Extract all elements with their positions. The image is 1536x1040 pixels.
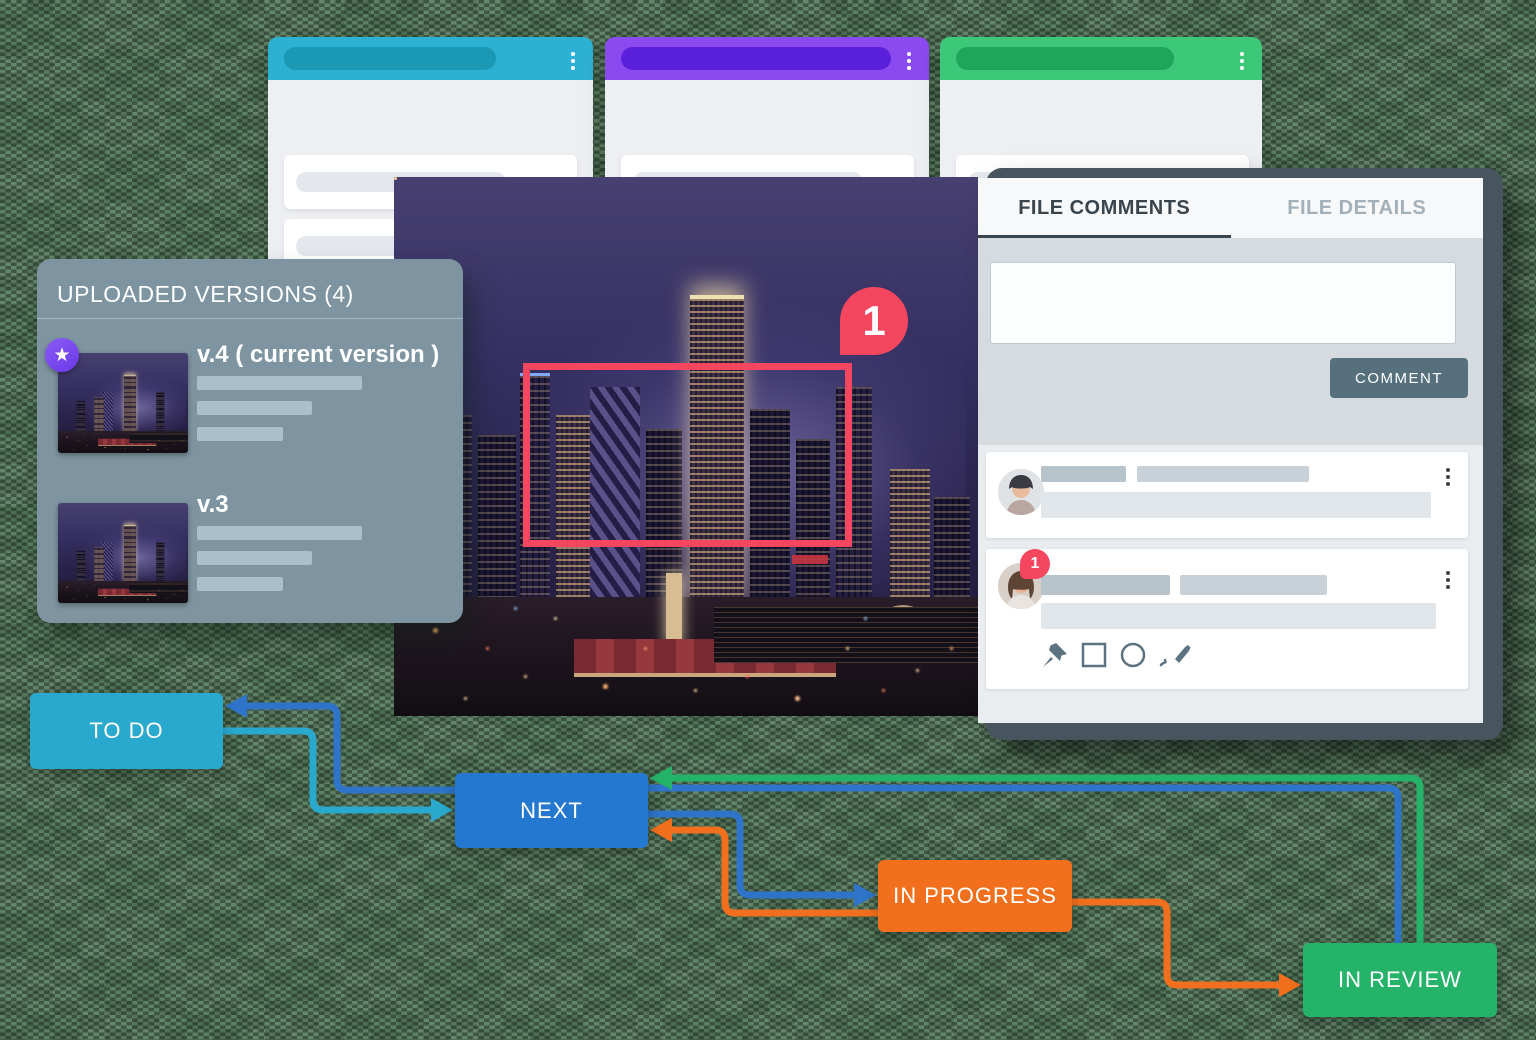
tab-bar: FILE COMMENTS FILE DETAILS	[978, 178, 1483, 238]
comment-composer: COMMENT	[978, 238, 1483, 445]
placeholder-bar	[197, 427, 283, 441]
file-panel: FILE COMMENTS FILE DETAILS COMMENT	[978, 178, 1483, 723]
building-sign	[792, 555, 828, 564]
file-preview-photo[interactable]: 1	[394, 177, 978, 716]
placeholder-bar	[197, 577, 283, 591]
uploaded-versions-panel: UPLOADED VERSIONS (4) ★ v.4 ( current ve…	[37, 259, 463, 623]
version-label: v.3	[197, 491, 229, 518]
comment-input[interactable]	[990, 262, 1456, 344]
pin-icon[interactable]	[1041, 641, 1069, 669]
placeholder-bar	[197, 401, 312, 415]
avatar	[998, 469, 1044, 515]
column-title-placeholder	[621, 47, 891, 70]
version-thumbnail	[58, 353, 188, 453]
kebab-menu-icon[interactable]	[1442, 464, 1454, 490]
tab-file-comments[interactable]: FILE COMMENTS	[1018, 196, 1191, 219]
city-night-photo	[394, 177, 978, 716]
annotation-number-badge[interactable]: 1	[840, 287, 908, 355]
river-water	[714, 607, 978, 663]
clock-tower	[666, 573, 682, 645]
divider	[37, 318, 463, 319]
author-placeholder	[1041, 466, 1126, 482]
column-header	[605, 37, 929, 80]
kebab-menu-icon[interactable]	[1236, 48, 1248, 74]
tab-file-details[interactable]: FILE DETAILS	[1287, 196, 1427, 219]
meta-placeholder	[1137, 466, 1309, 482]
column-title-placeholder	[956, 47, 1174, 70]
city-lights	[394, 177, 397, 180]
workflow-node-in-progress[interactable]: IN PROGRESS	[878, 860, 1072, 932]
unread-count-badge: 1	[1020, 549, 1050, 579]
pen-icon[interactable]	[1159, 641, 1191, 669]
comment-card	[986, 452, 1468, 538]
workflow-node-in-review[interactable]: IN REVIEW	[1303, 943, 1497, 1017]
kebab-menu-icon[interactable]	[903, 48, 915, 74]
column-title-placeholder	[284, 47, 496, 70]
version-thumbnail	[58, 503, 188, 603]
comment-card: 1	[986, 549, 1468, 689]
comment-text-placeholder	[1041, 603, 1436, 629]
column-header	[268, 37, 593, 80]
placeholder-bar	[197, 551, 312, 565]
workflow-node-next[interactable]: NEXT	[455, 773, 648, 848]
active-tab-underline	[978, 235, 1231, 238]
workflow-node-todo[interactable]: TO DO	[30, 693, 223, 769]
comments-list: 1	[978, 445, 1483, 723]
annotation-rectangle[interactable]	[523, 363, 852, 547]
kebab-menu-icon[interactable]	[567, 48, 579, 74]
placeholder-bar	[197, 526, 362, 540]
placeholder-bar	[197, 376, 362, 390]
current-version-star-icon: ★	[45, 338, 79, 372]
kebab-menu-icon[interactable]	[1442, 567, 1454, 593]
version-label: v.4 ( current version )	[197, 341, 440, 368]
square-annotation-icon[interactable]	[1081, 642, 1107, 668]
meta-placeholder	[1180, 575, 1327, 595]
annotation-toolbar	[1041, 641, 1191, 669]
comment-button[interactable]: COMMENT	[1330, 358, 1468, 398]
author-placeholder	[1041, 575, 1170, 595]
panel-title: UPLOADED VERSIONS (4)	[57, 281, 354, 307]
circle-annotation-icon[interactable]	[1119, 641, 1147, 669]
column-header	[940, 37, 1262, 80]
comment-text-placeholder	[1041, 492, 1431, 518]
